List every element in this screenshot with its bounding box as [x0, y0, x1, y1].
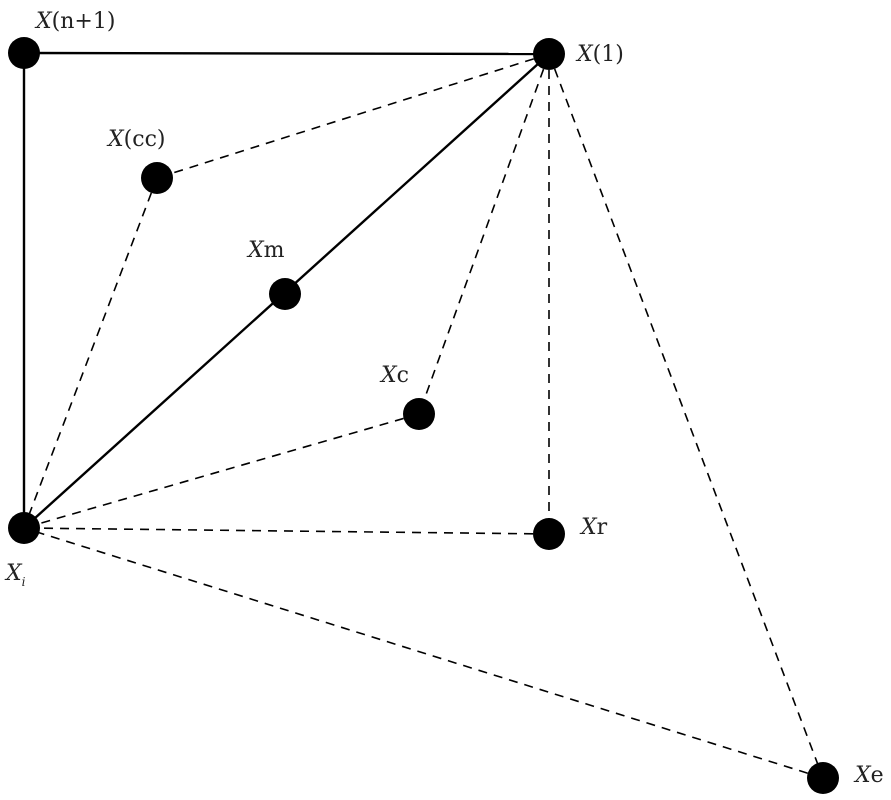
dashed-edge-x-r-to-x-i	[23, 527, 550, 535]
dashed-edge-x-e-to-x-i	[23, 527, 824, 779]
node-x-r	[533, 518, 565, 550]
label-x-m: Xm	[246, 238, 285, 263]
label-x-n-plus-1: X(n+1)	[34, 9, 115, 34]
node-x-n-plus-1	[8, 37, 40, 69]
node-x-1	[533, 38, 565, 70]
dashed-edge-x-c-to-x-i	[23, 413, 420, 529]
node-x-i	[8, 512, 40, 544]
nodes-group	[8, 37, 839, 794]
label-x-cc: X(cc)	[106, 127, 165, 152]
label-x-e: Xe	[853, 763, 884, 788]
node-x-m	[269, 278, 301, 310]
edges-group	[22, 51, 824, 779]
label-x-c: Xc	[379, 363, 409, 388]
label-x-i: Xi	[4, 561, 26, 589]
dashed-edge-x-1-to-x-c	[418, 53, 550, 415]
dashed-edge-x-1-to-x-cc	[156, 53, 550, 179]
node-x-c	[403, 398, 435, 430]
label-x-1: X(1)	[575, 42, 624, 67]
dashed-edge-x-1-to-x-e	[548, 53, 824, 779]
node-x-cc	[141, 162, 173, 194]
labels-group: X(n+1) X(1) X(cc) Xm Xc Xr Xi Xe	[4, 9, 884, 788]
dashed-edge-x-cc-to-x-i	[23, 177, 158, 529]
solid-edge-x-n1-to-x-1	[23, 51, 550, 56]
label-x-r: Xr	[579, 515, 608, 540]
node-x-e	[807, 762, 839, 794]
